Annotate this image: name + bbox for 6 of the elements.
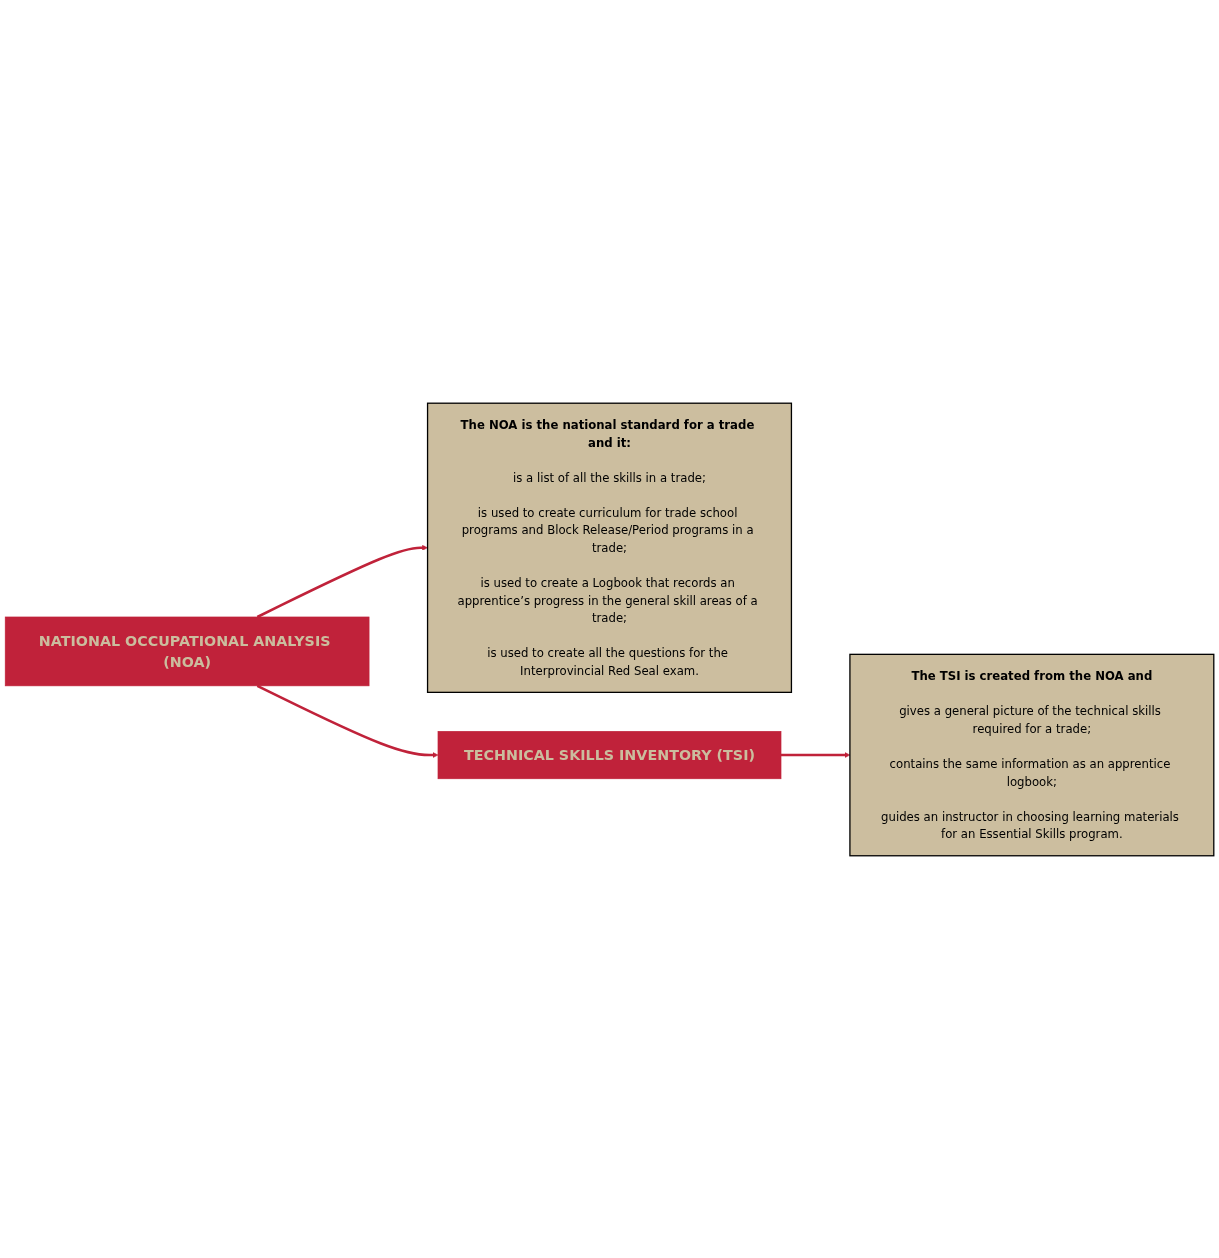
arrow [256,684,439,758]
node-box: NATIONAL OCCUPATIONAL ANALYSIS (NOA) [4,616,370,686]
node-box: The NOA is the national standard for a trade and it: is a list of all the skills in a trade; is used to create curriculum for trade school programs and Block Release/Period programs in a trade; is used to create a Logbook that records an apprentice’s progress in the general skill areas of a trade; is used to create all the questions for the Interprovincial Red Seal exam. [426,402,793,693]
arrow [256,544,428,618]
node-box: The TSI is created from the NOA and gives a general picture of the technical skills required for a trade; contains the same information as an apprentice logbook; guides an instructor in choosing learning materials for an Essential Skills program. [849,653,1215,856]
node-box: TECHNICAL SKILLS INVENTORY (TSI) [437,730,782,779]
